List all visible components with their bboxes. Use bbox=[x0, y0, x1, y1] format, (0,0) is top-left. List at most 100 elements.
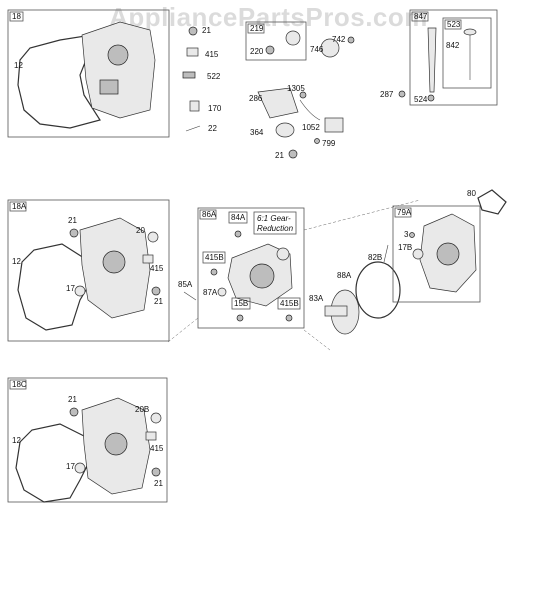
part-label-220: 220 bbox=[250, 47, 264, 56]
leader-dash-1 bbox=[167, 317, 199, 343]
clip-1305 bbox=[299, 91, 307, 99]
gear-746 bbox=[320, 38, 340, 58]
box-415B-left bbox=[202, 251, 226, 264]
shaft-83A bbox=[324, 305, 348, 317]
part-label-21-a: 21 bbox=[202, 26, 211, 35]
part-label-799: 799 bbox=[322, 139, 336, 148]
crankcase-rib-18 bbox=[99, 79, 119, 95]
pin-84A bbox=[234, 230, 242, 238]
box-18A bbox=[7, 199, 170, 342]
oring-87A bbox=[217, 287, 227, 297]
seal-20B bbox=[150, 412, 162, 424]
part-label-17B: 17B bbox=[398, 243, 412, 252]
box-18C-tag bbox=[9, 379, 27, 390]
box-18-label: 18 bbox=[12, 12, 21, 21]
dipstick-cap bbox=[463, 28, 477, 36]
part-label-87A: 87A bbox=[203, 288, 218, 297]
box-18A-label: 18A bbox=[12, 202, 27, 211]
screw-85A bbox=[183, 291, 197, 301]
box-15B-label: 15B bbox=[234, 299, 248, 308]
governor-gear bbox=[285, 30, 301, 46]
part-label-21-f: 21 bbox=[154, 479, 163, 488]
assembly-18C: 18C 12 21 20B 415 17 21 bbox=[7, 377, 168, 503]
screw-22 bbox=[185, 125, 201, 132]
part-label-82B: 82B bbox=[368, 253, 382, 262]
part-label-88A: 88A bbox=[337, 271, 352, 280]
screw-82B bbox=[383, 244, 389, 263]
part-label-842: 842 bbox=[446, 41, 460, 50]
bearing-17-c bbox=[74, 462, 86, 474]
screw-287 bbox=[398, 90, 406, 98]
oring-524 bbox=[427, 94, 435, 102]
box-847-label: 847 bbox=[414, 12, 428, 21]
output-shaft-assembly: 83A 88A 82B bbox=[309, 244, 401, 335]
seal-86A bbox=[276, 247, 290, 261]
gasket-88A bbox=[355, 261, 401, 319]
box-18-tag bbox=[9, 11, 24, 22]
gasket-12-a bbox=[17, 35, 101, 129]
box-84A bbox=[228, 211, 248, 224]
washer-220 bbox=[265, 45, 275, 55]
box-219-label: 219 bbox=[250, 24, 264, 33]
plug-415-a bbox=[186, 47, 199, 57]
seal-21-f bbox=[151, 467, 161, 477]
gear-housing-bore bbox=[249, 263, 275, 289]
bearing-17-a bbox=[74, 285, 86, 297]
assembly-79A: 79A 17B 3 80 bbox=[392, 189, 507, 303]
assembly-18A: 18A 12 21 20 415 17 21 bbox=[7, 199, 170, 342]
screw-799 bbox=[314, 138, 320, 144]
box-523-tag bbox=[444, 19, 462, 30]
cover-79A-bore bbox=[436, 242, 460, 266]
assembly-86A: 86A 84A 6:1 Gear- Reduction 415B 87A 15B… bbox=[178, 207, 305, 329]
crankcase-bore-18C bbox=[104, 432, 128, 456]
box-15B bbox=[231, 297, 251, 310]
part-label-1305: 1305 bbox=[287, 84, 305, 93]
clip-522 bbox=[182, 71, 196, 79]
part-label-286: 286 bbox=[249, 94, 263, 103]
part-label-85A: 85A bbox=[178, 280, 193, 289]
box-847-tag bbox=[411, 11, 429, 22]
seal-21-e bbox=[69, 407, 79, 417]
box-84A-label: 84A bbox=[231, 213, 246, 222]
part-label-83A: 83A bbox=[309, 294, 324, 303]
part-label-415-a: 415 bbox=[205, 50, 219, 59]
part-label-21-c: 21 bbox=[68, 216, 77, 225]
box-86A-label: 86A bbox=[202, 210, 217, 219]
plug-415B-left bbox=[210, 268, 218, 276]
gear-note-line-2: Reduction bbox=[257, 224, 294, 233]
wire-1305 bbox=[299, 99, 321, 121]
box-219 bbox=[245, 21, 307, 61]
gasket-12-c bbox=[15, 423, 91, 503]
part-label-415-b: 415 bbox=[150, 264, 164, 273]
part-label-522: 522 bbox=[207, 72, 221, 81]
seal-21-a bbox=[188, 26, 198, 36]
governor-assembly: 219 220 746 742 286 1305 364 1052 799 21 bbox=[245, 21, 355, 160]
part-label-364: 364 bbox=[250, 128, 264, 137]
box-18C bbox=[7, 377, 168, 503]
plug-415-c bbox=[145, 431, 157, 441]
bracket-286 bbox=[257, 87, 299, 119]
seal-20 bbox=[147, 231, 159, 243]
pin-15B bbox=[236, 314, 244, 322]
washer-3 bbox=[409, 232, 415, 238]
part-label-1052: 1052 bbox=[302, 123, 320, 132]
gasket-80 bbox=[477, 189, 507, 215]
box-415B-left-label: 415B bbox=[205, 253, 224, 262]
gear-note-line-1: 6:1 Gear- bbox=[257, 214, 291, 223]
dipstick-assembly: 847 523 842 524 287 bbox=[380, 9, 498, 106]
box-18 bbox=[7, 9, 170, 138]
dipstick-tube bbox=[427, 27, 437, 93]
part-label-170: 170 bbox=[208, 104, 222, 113]
box-86A bbox=[197, 207, 305, 329]
part-label-287: 287 bbox=[380, 90, 394, 99]
bearing-17B bbox=[412, 248, 424, 260]
box-523 bbox=[442, 17, 492, 89]
part-label-12-c: 12 bbox=[12, 436, 21, 445]
box-79A bbox=[392, 205, 481, 303]
part-label-746: 746 bbox=[310, 45, 324, 54]
box-79A-label: 79A bbox=[397, 208, 412, 217]
gear-note-box bbox=[253, 211, 297, 235]
part-label-742: 742 bbox=[332, 35, 346, 44]
plug-415B-right bbox=[285, 314, 293, 322]
fitting-170 bbox=[189, 100, 200, 112]
